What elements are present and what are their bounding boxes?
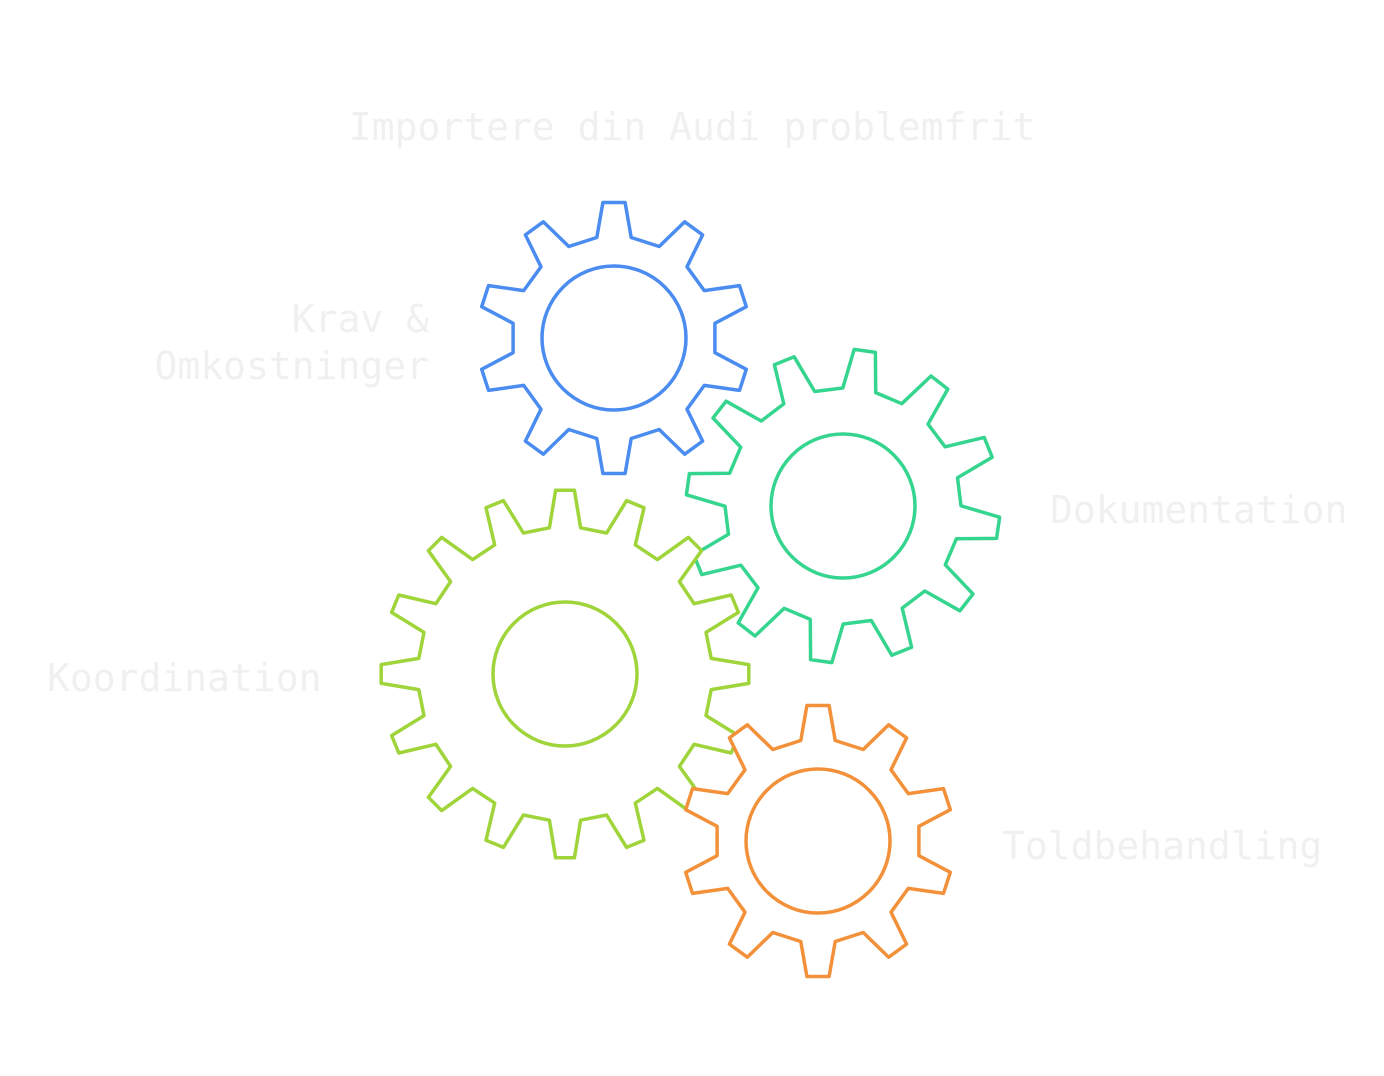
gear-orange-hub xyxy=(744,767,892,915)
gear-lime xyxy=(379,488,751,860)
gear-label-line: Krav & xyxy=(291,297,429,341)
gear-label-line: Dokumentation xyxy=(1050,488,1348,532)
gear-label-line: Omkostninger xyxy=(154,344,429,388)
gear-label-customs: Toldbehandling xyxy=(1002,823,1322,870)
gear-label-requirements-costs: Krav & Omkostninger xyxy=(154,296,429,390)
gear-blue xyxy=(479,200,749,476)
gear-blue-hub xyxy=(540,264,688,412)
gear-orange xyxy=(683,703,953,979)
gear-label-coordination: Koordination xyxy=(47,655,322,702)
gear-label-line: Toldbehandling xyxy=(1002,824,1323,868)
gear-teal xyxy=(684,347,1002,665)
gear-teal-hub xyxy=(769,432,917,580)
gear-lime-hub xyxy=(491,600,639,748)
gear-label-documentation: Dokumentation xyxy=(1050,487,1347,534)
diagram-title: Importere din Audi problemfrit xyxy=(348,105,1036,149)
gear-label-line: Koordination xyxy=(47,656,322,700)
